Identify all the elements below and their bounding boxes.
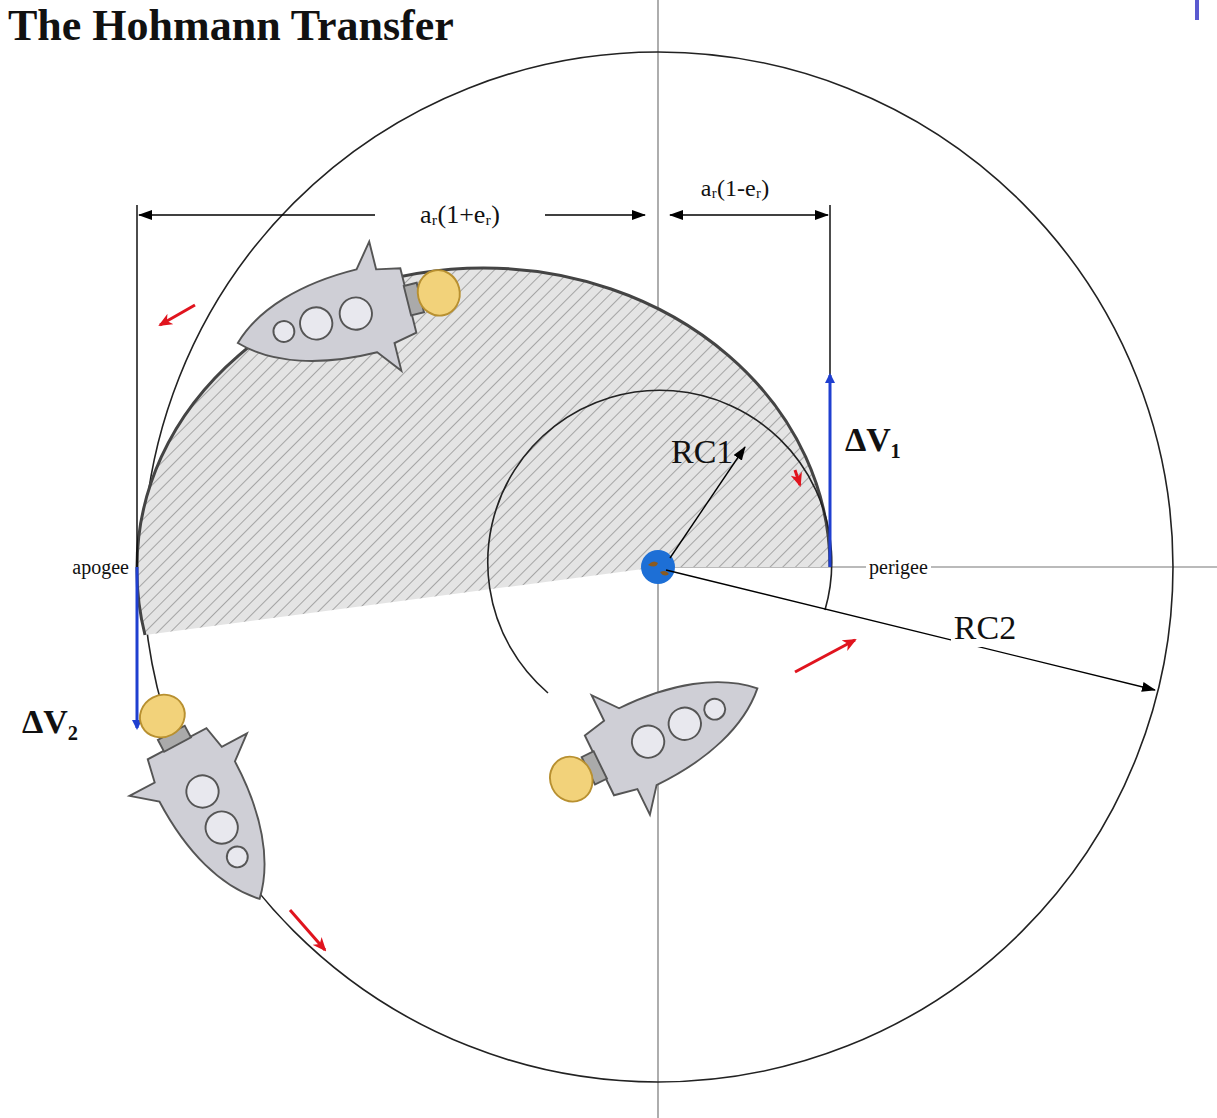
delta-v-label: ΔV₂ xyxy=(22,703,78,740)
slide-title: The Hohmann Transfer xyxy=(8,2,454,50)
dimension-label: aᵣ(1-eᵣ) xyxy=(701,175,769,201)
dimension-label: aᵣ(1+eᵣ) xyxy=(417,201,503,230)
apsis-label: perigee xyxy=(866,556,931,578)
radius-label: RC2 xyxy=(951,609,1019,646)
apsis-label: apogee xyxy=(69,556,132,578)
delta-v-label: ΔV₁ xyxy=(845,421,901,458)
radius-label: RC1 xyxy=(671,433,733,470)
